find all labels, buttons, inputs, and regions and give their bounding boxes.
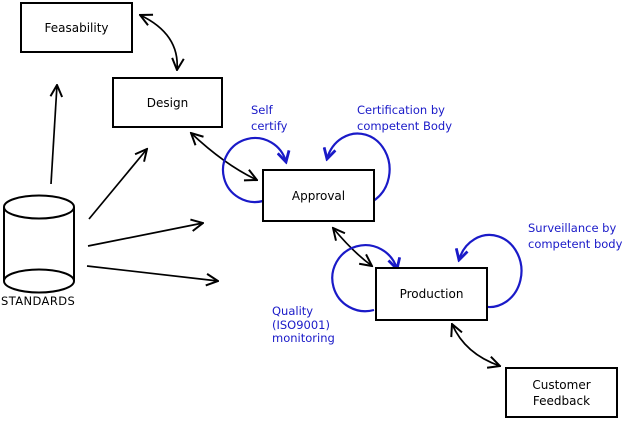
box-customer-feedback-label: Customer Feedback: [532, 377, 591, 408]
arrow-standards-to-approval: [87, 223, 203, 247]
box-production-label: Production: [399, 287, 464, 301]
box-design: Design: [112, 77, 223, 128]
arrow-standards-to-feasability: [51, 85, 57, 185]
box-approval-label: Approval: [291, 188, 346, 203]
loop-quality-monitoring: [331, 244, 397, 313]
standards-cylinder-icon: [3, 194, 75, 294]
loop-surveillance: [459, 233, 523, 309]
box-approval: Approval: [262, 169, 375, 222]
annotation-self-certify: Self certify: [251, 103, 288, 133]
arrow-feasability-design: [140, 15, 177, 70]
standards-label: STANDARDS: [1, 294, 76, 308]
box-feasability-label: Feasability: [44, 20, 109, 35]
box-production: Production: [375, 267, 488, 321]
arrow-production-customer-feedback: [452, 324, 500, 366]
box-feasability: Feasability: [20, 2, 133, 53]
annotation-surveillance: Surveillance by competent body: [528, 221, 623, 251]
arrow-approval-production: [333, 228, 372, 266]
arrow-standards-to-design: [88, 149, 147, 220]
arrow-standards-to-production: [86, 265, 218, 281]
box-customer-feedback: Customer Feedback: [505, 367, 618, 418]
loop-self-certify: [221, 136, 286, 204]
annotation-quality-monitoring: Quality (ISO9001) monitoring: [272, 304, 335, 345]
annotation-certification: Certification by competent Body: [357, 103, 453, 133]
box-design-label: Design: [146, 95, 189, 110]
